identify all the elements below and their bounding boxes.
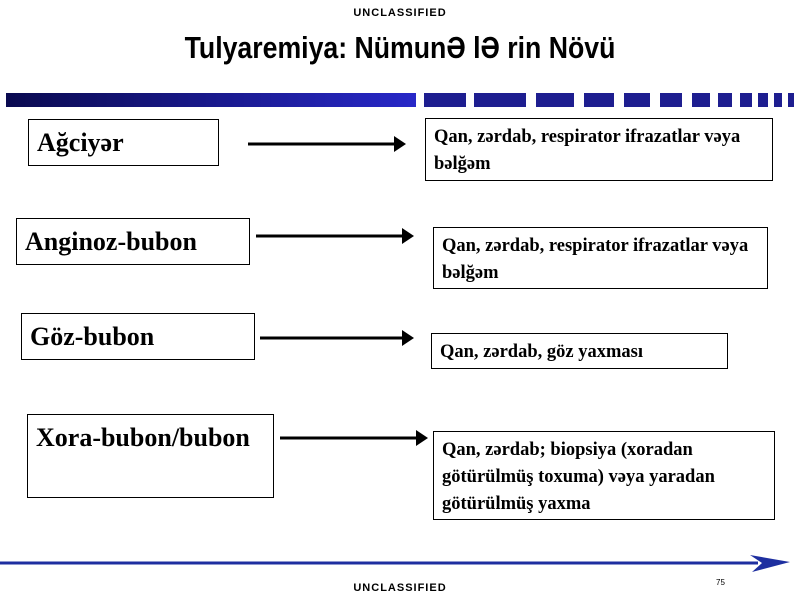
- sample-box-goz-bubon: Qan, zərdab, göz yaxması: [431, 333, 728, 369]
- sample-box-xora-bubon: Qan, zərdab; biopsiya (xoradan götürülmü…: [433, 431, 775, 520]
- sample-box-anginoz-bubon: Qan, zərdab, respirator ifrazatlar vəya …: [433, 227, 768, 289]
- arrow-right-icon: [256, 228, 414, 244]
- form-box-goz-bubon: Göz-bubon: [21, 313, 255, 360]
- header-decorative-bar: [6, 93, 794, 107]
- page-number: 75: [716, 578, 725, 587]
- form-box-xora-bubon: Xora-bubon/bubon: [27, 414, 274, 498]
- arrow-right-icon: [280, 430, 428, 446]
- classification-footer: UNCLASSIFIED: [353, 582, 447, 594]
- form-box-anginoz-bubon: Anginoz-bubon: [16, 218, 250, 265]
- arrow-right-icon: [260, 330, 414, 346]
- slide-title: Tulyaremiya: NümunƏ lƏ rin Növü: [184, 30, 616, 65]
- classification-header: UNCLASSIFIED: [353, 7, 447, 19]
- footer-decorative-line: [0, 555, 790, 572]
- form-box-pulmonary: Ağciyər: [28, 119, 219, 166]
- arrow-right-icon: [248, 136, 406, 152]
- sample-box-pulmonary: Qan, zərdab, respirator ifrazatlar vəya …: [425, 118, 773, 181]
